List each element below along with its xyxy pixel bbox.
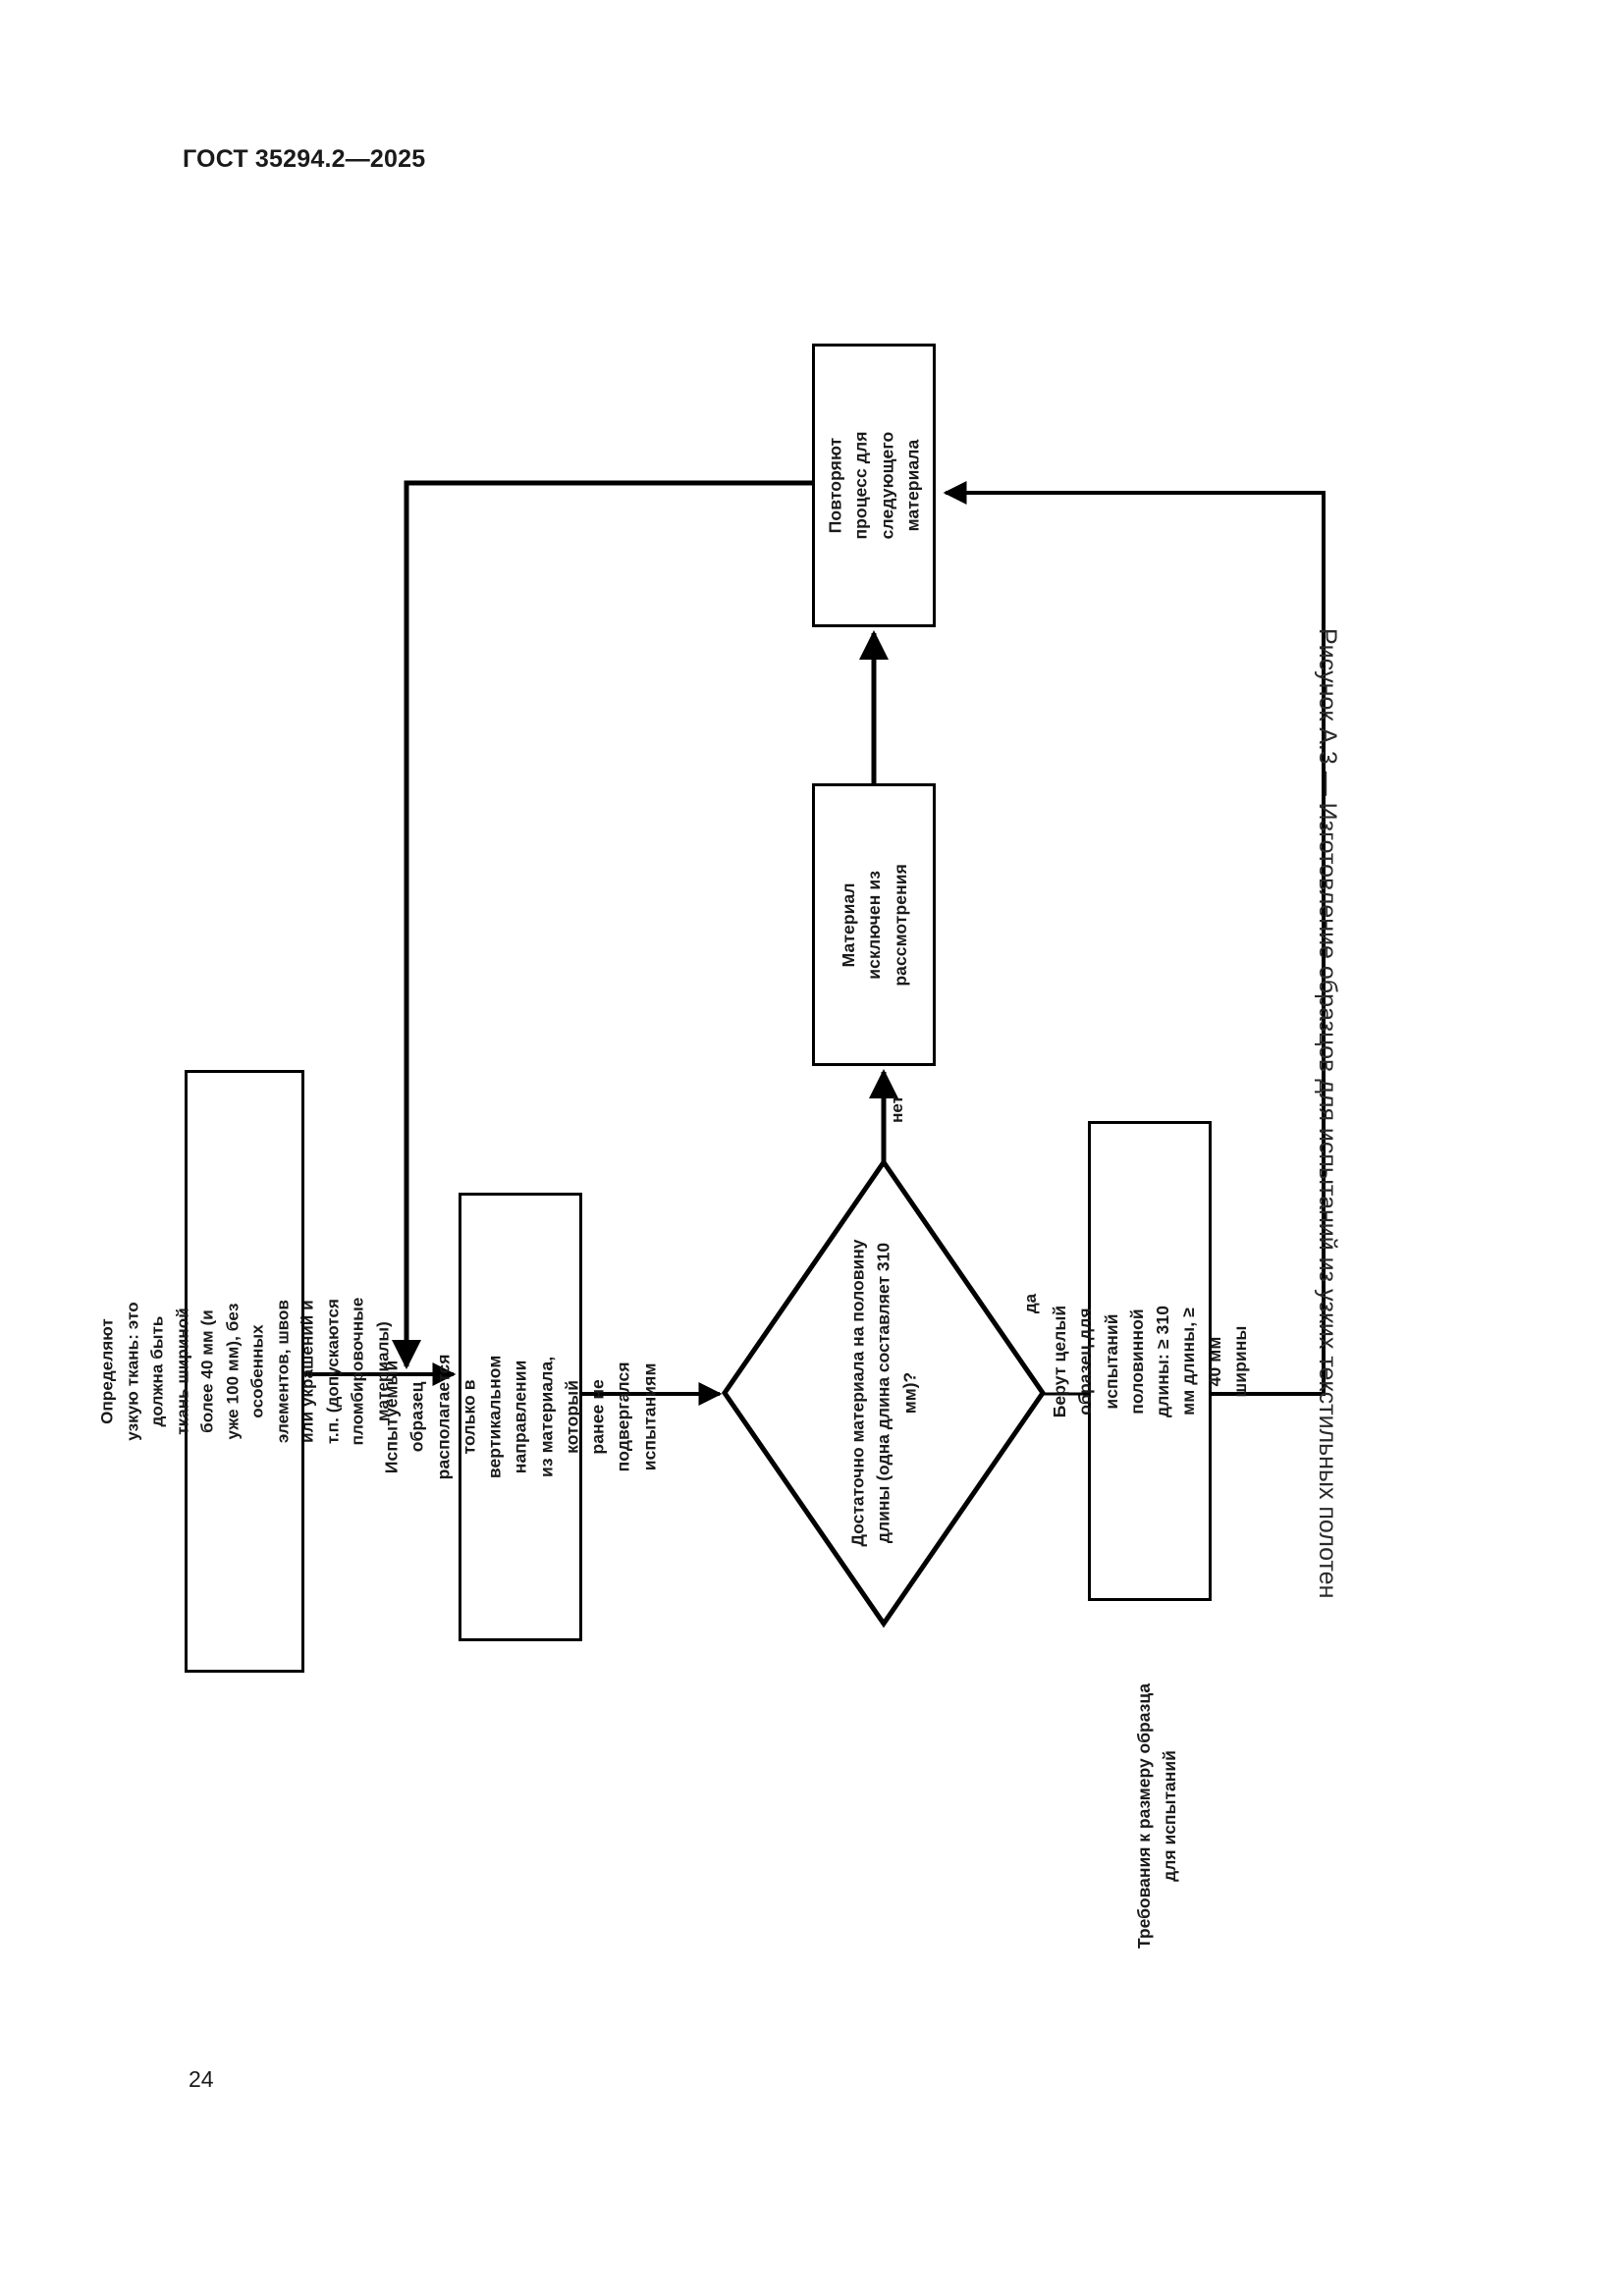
node-repeat-for-next-material-label: Повторяют процесс для следующего материа… <box>825 431 923 540</box>
node-specimen-orientation-label: Испытуемый образец располагается только … <box>381 1354 660 1480</box>
node-define-narrow-fabric-label: Определяют узкую ткань: это должна быть … <box>97 1297 392 1446</box>
branch-label-yes: да <box>1021 1293 1041 1314</box>
node-decision-enough-material: Достаточно материала на половину длины (… <box>725 1162 1043 1624</box>
node-material-excluded-label: Материал исключен из рассмотрения <box>838 863 910 987</box>
node-decision-enough-material-label: Достаточно материала на половину длины (… <box>847 1239 920 1547</box>
node-take-full-half-length-sample-label: Берут целый образец для испытаний полови… <box>1050 1305 1250 1417</box>
node-take-full-half-length-sample: Берут целый образец для испытаний полови… <box>1050 1121 1250 1601</box>
branch-label-no: нет <box>887 1095 906 1123</box>
node-define-narrow-fabric: Определяют узкую ткань: это должна быть … <box>97 1070 392 1673</box>
figure-caption: Рисунок А.3 — Изготовление образцов для … <box>1314 628 1341 1599</box>
annotation-size-requirements: Требования к размеру образца для испытан… <box>1134 1682 1180 1949</box>
node-material-excluded: Материал исключен из рассмотрения <box>812 783 936 1066</box>
node-repeat-for-next-material: Повторяют процесс для следующего материа… <box>812 344 936 627</box>
page-header-standard-number: ГОСТ 35294.2—2025 <box>183 145 426 173</box>
page-number: 24 <box>189 2066 214 2092</box>
node-specimen-orientation: Испытуемый образец располагается только … <box>382 1193 659 1641</box>
